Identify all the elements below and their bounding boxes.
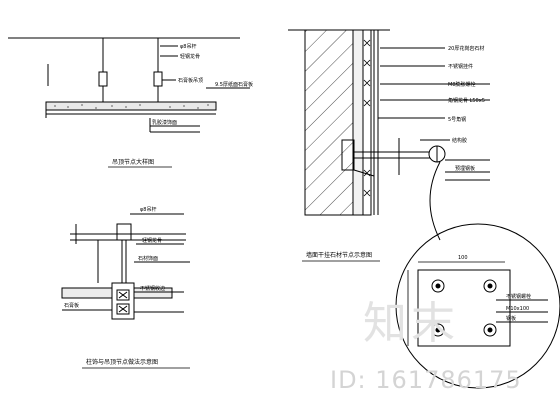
- ceiling-section-callouts: φ8吊杆 轻钢龙骨 石膏板吊顶 9.5厚纸面石膏板 乳胶漆饰面: [152, 43, 253, 126]
- watermark-id: ID: 161786175: [330, 366, 522, 394]
- callout: φ8吊杆: [140, 206, 156, 213]
- callout: 轻钢龙骨: [180, 53, 200, 60]
- callout: φ8吊杆: [180, 43, 196, 50]
- callout: 钢板: [506, 315, 516, 322]
- detail-circle-callouts: 100 不锈钢螺栓 M10x100 钢板: [458, 255, 531, 322]
- detail-dimension: 100: [458, 255, 468, 261]
- callout: 5号角钢: [448, 116, 466, 123]
- callout: M8膨胀螺栓: [448, 81, 476, 88]
- callout: 轻钢龙骨: [142, 237, 162, 244]
- wall-section-title: 墙面干挂石材节点示意图: [306, 251, 372, 259]
- callout: 不锈钢挂件: [448, 63, 473, 70]
- ceiling-section-title: 吊顶节点大样图: [112, 158, 154, 166]
- callout: 9.5厚纸面石膏板: [215, 81, 253, 88]
- callout: 石膏板: [64, 302, 79, 309]
- callout: 20厚花岗岩石材: [448, 45, 484, 52]
- callout: 结构胶: [452, 137, 467, 144]
- wall-section-detail: [288, 29, 490, 241]
- callout: 预埋钢板: [455, 165, 475, 172]
- callout: 乳胶漆饰面: [152, 119, 177, 126]
- wall-section-callouts: 20厚花岗岩石材 不锈钢挂件 M8膨胀螺栓 角钢龙骨 L50x5 5号角钢 结构…: [448, 45, 485, 172]
- callout: 石膏板吊顶: [178, 77, 203, 84]
- callout: M10x100: [506, 306, 529, 312]
- watermark-logo: 知末: [363, 298, 459, 349]
- ceiling-section-detail: [8, 37, 250, 133]
- column-ceiling-detail: [61, 213, 190, 320]
- callout: 不锈钢收边: [140, 285, 165, 292]
- callout: 角钢龙骨 L50x5: [448, 97, 485, 104]
- column-detail-title: 柱饰与吊顶节点做法示意图: [86, 358, 158, 366]
- callout: 石材饰面: [138, 255, 158, 262]
- column-ceiling-callouts: φ8吊杆 轻钢龙骨 石材饰面 不锈钢收边 石膏板: [64, 206, 165, 309]
- enlarged-detail-circle: [395, 223, 560, 389]
- callout: 不锈钢螺栓: [506, 293, 531, 300]
